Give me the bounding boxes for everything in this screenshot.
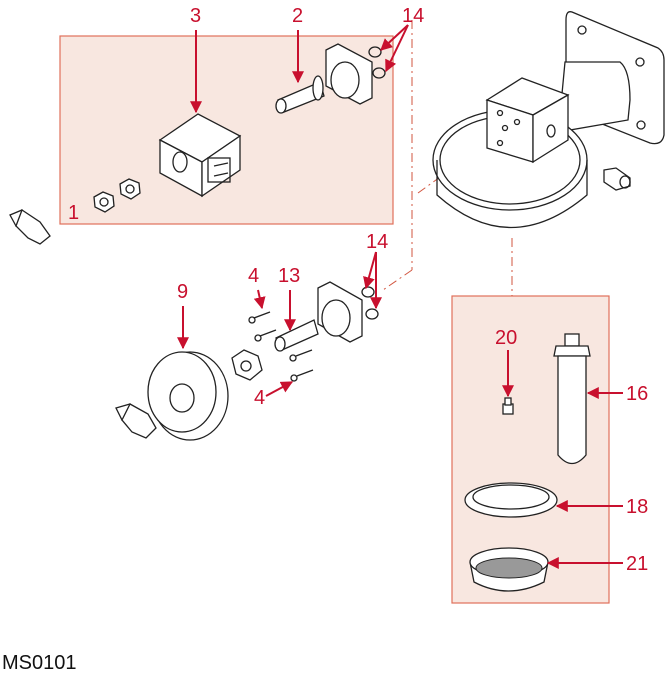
callout-3: 3 (190, 5, 201, 27)
callout-18: 18 (626, 496, 648, 518)
hex-nut (231, 349, 263, 381)
valve-stem-lower (274, 281, 363, 352)
callout-9: 9 (177, 281, 188, 303)
leader-arrows (177, 24, 623, 569)
callout-14-upper: 14 (402, 5, 424, 27)
flange-disc (147, 351, 229, 441)
callout-21: 21 (626, 553, 648, 575)
plug (9, 209, 51, 245)
fitting (603, 167, 631, 191)
diagram-code: MS0101 (2, 652, 77, 674)
gasket-ring (464, 482, 558, 518)
screen-cup (469, 547, 549, 592)
callout-4-lower: 4 (254, 387, 265, 409)
callout-20: 20 (495, 327, 517, 349)
solenoid-coil (158, 113, 242, 198)
filter-tube (553, 333, 591, 465)
plug-small (502, 397, 514, 415)
valve-stem (275, 43, 373, 114)
o-rings (368, 46, 386, 79)
cap-screws (248, 311, 314, 382)
nut-pair (93, 178, 141, 213)
housing (432, 11, 665, 229)
plug-lower (115, 403, 157, 439)
callout-14-lower: 14 (366, 231, 388, 253)
callout-4-upper: 4 (248, 265, 259, 287)
callout-13: 13 (278, 265, 300, 287)
callout-2: 2 (292, 5, 303, 27)
callout-16: 16 (626, 383, 648, 405)
callout-1: 1 (68, 202, 79, 224)
